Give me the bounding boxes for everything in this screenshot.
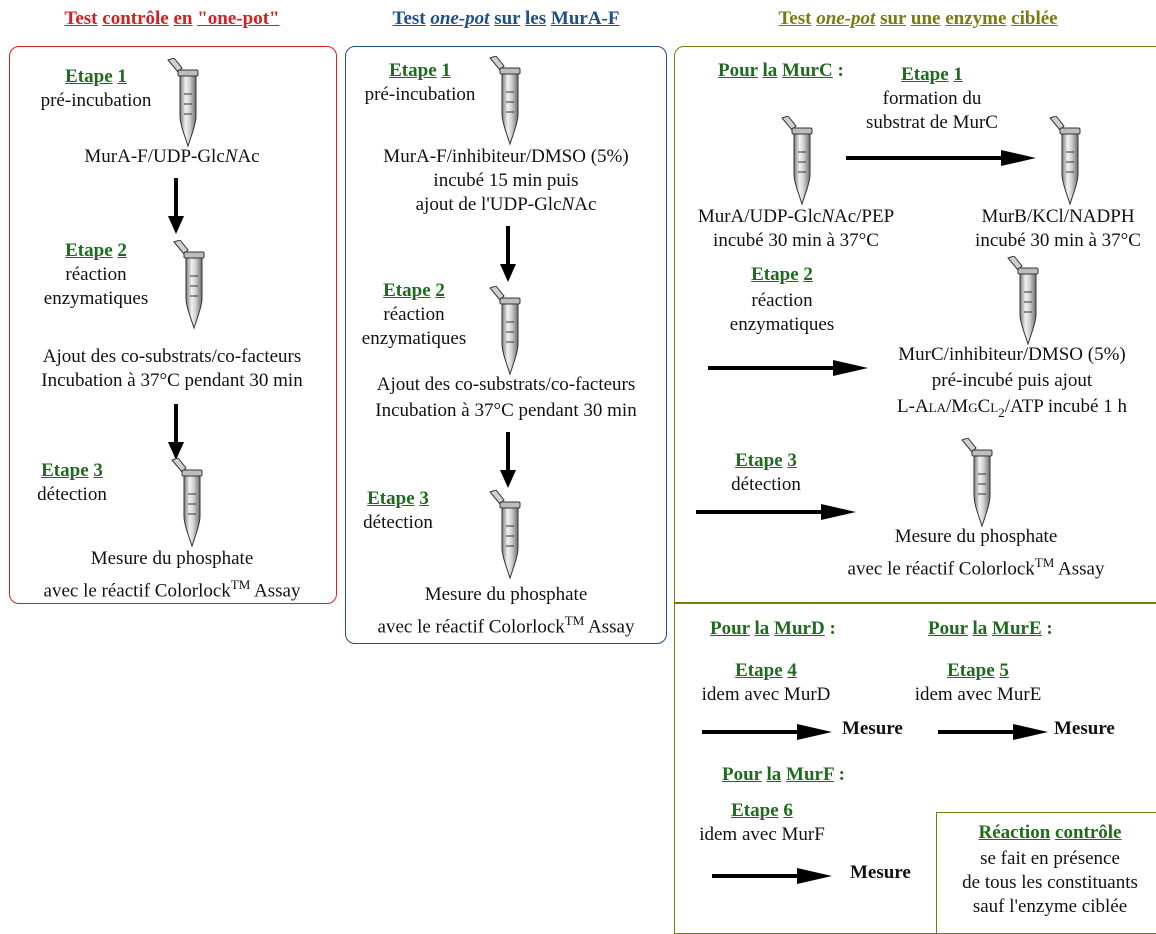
mesure-murf: Mesure bbox=[850, 862, 911, 883]
middle-step2-desc-2: enzymatiques bbox=[361, 328, 467, 349]
right-tube-b-icon bbox=[1046, 116, 1082, 206]
right-step1-desc-2: substrat de MurC bbox=[866, 112, 998, 133]
left-panel bbox=[9, 46, 337, 604]
middle-mix-3: ajout de l'UDP-GlcNAc bbox=[415, 194, 597, 215]
right-step1-desc-1: formation du bbox=[882, 88, 982, 109]
middle-step3-label: Etape 3 bbox=[367, 488, 429, 509]
control-line-3: sauf l'enzyme ciblée bbox=[972, 896, 1128, 917]
right-measure-2: avec le réactif ColorlockTM Assay bbox=[847, 555, 1105, 580]
left-tube-2-icon bbox=[170, 240, 206, 330]
middle-arrow-down-1-icon bbox=[500, 226, 516, 282]
middle-add-2: Incubation à 37°C pendant 30 min bbox=[375, 400, 637, 421]
right-step6-desc: idem avec MurF bbox=[699, 824, 825, 845]
left-add-1: Ajout des co-substrats/co-facteurs bbox=[42, 346, 302, 367]
right-step5-label: Etape 5 bbox=[947, 660, 1009, 681]
left-measure-1: Mesure du phosphate bbox=[90, 548, 254, 569]
right-arrow-step3-icon bbox=[696, 504, 856, 520]
right-arrow-step4-icon bbox=[702, 724, 832, 740]
middle-add-1: Ajout des co-substrats/co-facteurs bbox=[376, 374, 636, 395]
left-step2-desc-2: enzymatiques bbox=[43, 288, 149, 309]
middle-measure-1: Mesure du phosphate bbox=[424, 584, 588, 605]
left-arrow-down-1-icon bbox=[168, 178, 184, 234]
mure-title: Pour la MurE : bbox=[928, 618, 1053, 639]
middle-measure-2: avec le réactif ColorlockTM Assay bbox=[377, 613, 635, 638]
left-step2-label: Etape 2 bbox=[65, 240, 127, 261]
header-middle: Test one-pot sur les MurA-F bbox=[392, 8, 620, 29]
middle-tube-3-icon bbox=[486, 490, 522, 580]
right-arrow-step2-icon bbox=[708, 360, 868, 376]
header-left: Test contrôle en "one-pot" bbox=[64, 8, 280, 29]
murc-title: Pour la MurC : bbox=[718, 60, 844, 81]
right-tube-b-1: MurB/KCl/NADPH bbox=[981, 206, 1135, 227]
left-step1-desc: pré-incubation bbox=[40, 90, 152, 111]
right-tube-d-icon bbox=[958, 438, 994, 528]
left-tube-1-icon bbox=[164, 58, 200, 148]
middle-step2-label: Etape 2 bbox=[383, 280, 445, 301]
left-tube-3-icon bbox=[168, 458, 204, 548]
mesure-murd: Mesure bbox=[842, 718, 903, 739]
mesure-mure: Mesure bbox=[1054, 718, 1115, 739]
middle-tube-1-icon bbox=[486, 56, 522, 146]
header-right: Test one-pot sur une enzyme ciblée bbox=[778, 8, 1058, 29]
murc-mix-2: pré-incubé puis ajout bbox=[931, 370, 1093, 391]
right-tube-b-2: incubé 30 min à 37°C bbox=[975, 230, 1141, 251]
middle-tube-2-icon bbox=[486, 286, 522, 376]
right-step4-label: Etape 4 bbox=[735, 660, 797, 681]
left-step2-desc-1: réaction bbox=[65, 264, 127, 285]
right-step1-label: Etape 1 bbox=[901, 64, 963, 85]
middle-step1-desc: pré-incubation bbox=[364, 84, 476, 105]
left-step1-label: Etape 1 bbox=[65, 66, 127, 87]
right-step2-desc-2: enzymatiques bbox=[729, 314, 835, 335]
left-mix: MurA-F/UDP-GlcNAc bbox=[84, 146, 260, 167]
murc-mix-1: MurC/inhibiteur/DMSO (5%) bbox=[898, 344, 1126, 365]
murc-mix-3: L-Ala/MgCl2/ATP incubé 1 h bbox=[897, 396, 1127, 420]
left-step3-label: Etape 3 bbox=[41, 460, 103, 481]
control-line-2: de tous les constituants bbox=[962, 872, 1138, 893]
right-arrow-step5-icon bbox=[938, 724, 1048, 740]
middle-panel bbox=[345, 46, 667, 644]
right-measure-1: Mesure du phosphate bbox=[894, 526, 1058, 547]
right-step6-label: Etape 6 bbox=[731, 800, 793, 821]
middle-mix-1: MurA-F/inhibiteur/DMSO (5%) bbox=[383, 146, 629, 167]
control-line-1: se fait en présence bbox=[980, 848, 1120, 869]
right-step2-desc-1: réaction bbox=[751, 290, 813, 311]
middle-mix-2: incubé 15 min puis bbox=[433, 170, 579, 191]
left-step3-desc: détection bbox=[37, 484, 107, 505]
left-measure-2: avec le réactif ColorlockTM Assay bbox=[43, 577, 301, 602]
right-arrow-step1-icon bbox=[846, 150, 1036, 166]
right-step3-label: Etape 3 bbox=[735, 450, 797, 471]
right-tube-a-2: incubé 30 min à 37°C bbox=[713, 230, 879, 251]
control-title: Réaction contrôle bbox=[978, 822, 1122, 843]
right-panel bbox=[674, 46, 1156, 604]
right-tube-a-icon bbox=[778, 116, 814, 206]
middle-step3-desc: détection bbox=[363, 512, 433, 533]
right-step4-desc: idem avec MurD bbox=[701, 684, 831, 705]
right-tube-c-icon bbox=[1004, 256, 1040, 346]
right-tube-a-1: MurA/UDP-GlcNAc/PEP bbox=[697, 206, 895, 227]
right-step2-label: Etape 2 bbox=[751, 264, 813, 285]
right-arrow-step6-icon bbox=[712, 868, 832, 884]
right-step3-desc: détection bbox=[731, 474, 801, 495]
murf-title: Pour la MurF : bbox=[722, 764, 845, 785]
left-arrow-down-2-icon bbox=[168, 404, 184, 460]
middle-step2-desc-1: réaction bbox=[383, 304, 445, 325]
middle-arrow-down-2-icon bbox=[500, 432, 516, 488]
middle-step1-label: Etape 1 bbox=[389, 60, 451, 81]
left-add-2: Incubation à 37°C pendant 30 min bbox=[41, 370, 303, 391]
murd-title: Pour la MurD : bbox=[710, 618, 836, 639]
right-step5-desc: idem avec MurE bbox=[914, 684, 1042, 705]
